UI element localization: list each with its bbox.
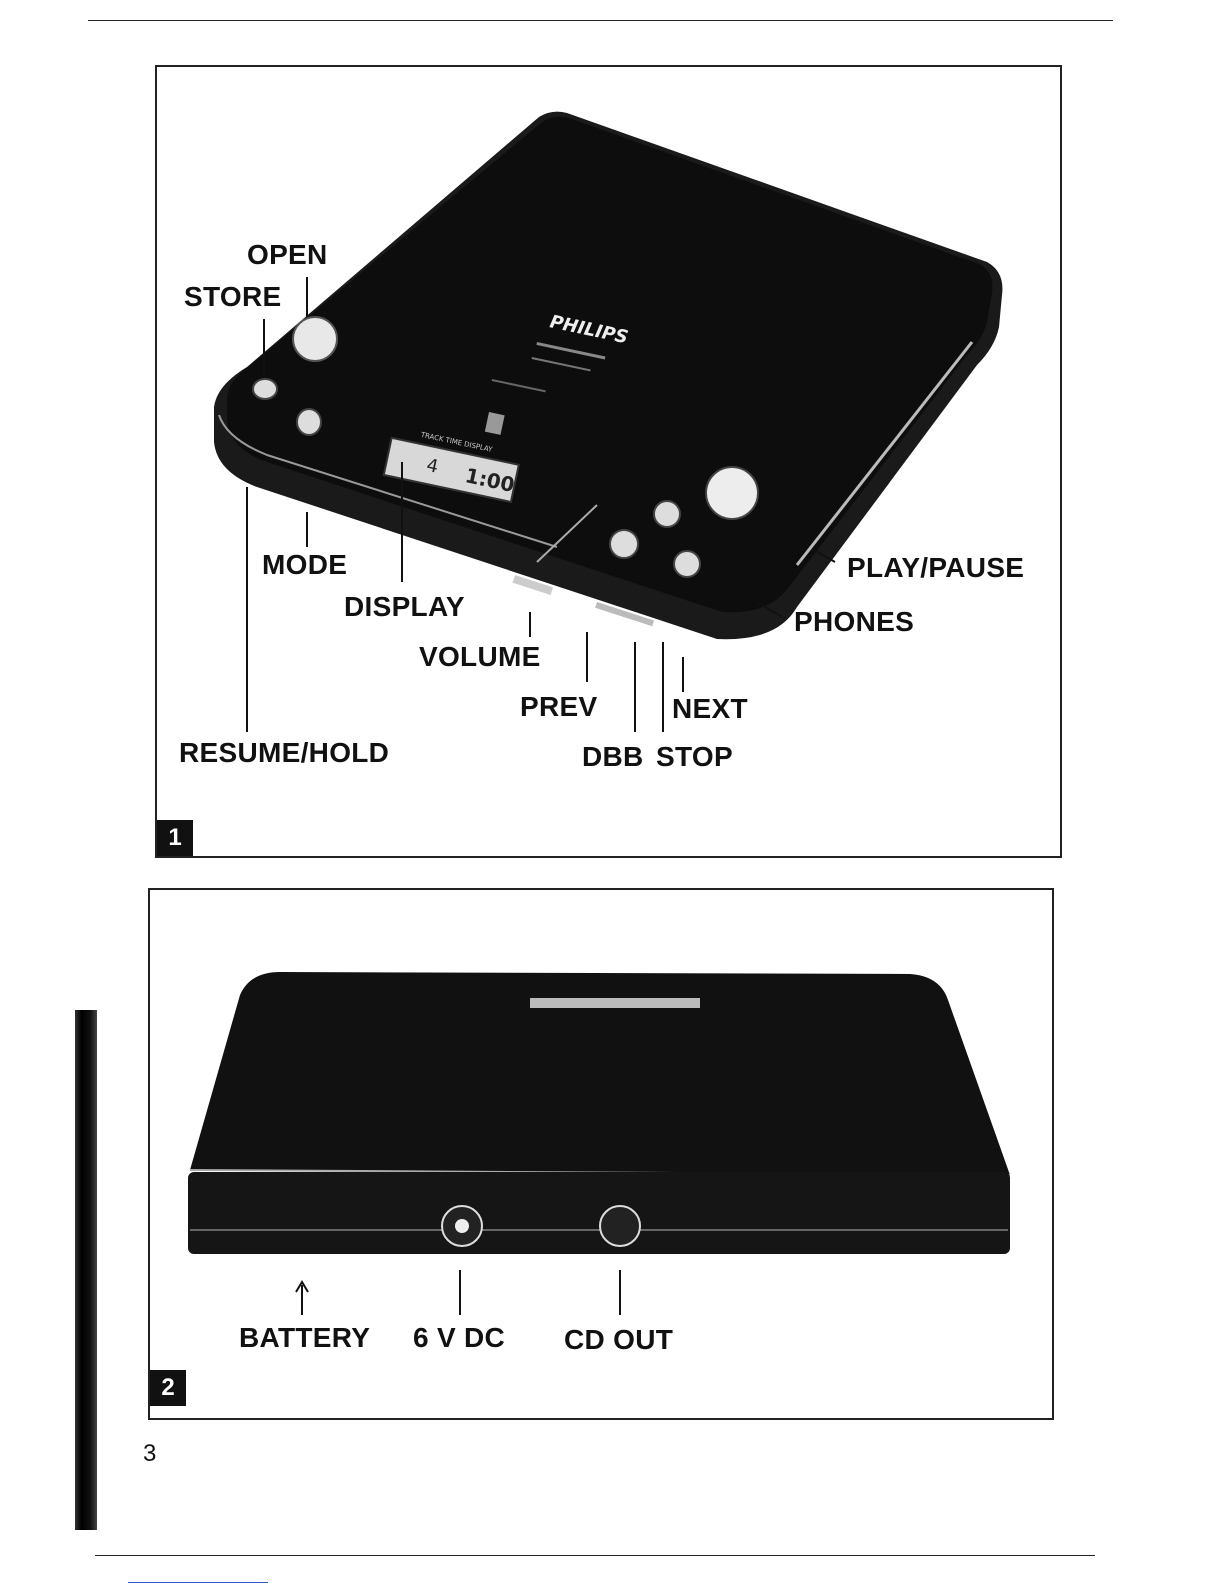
label-dbb: DBB bbox=[582, 743, 644, 771]
label-store: STORE bbox=[184, 283, 281, 311]
binding-strip bbox=[75, 1010, 97, 1530]
bottom-rule bbox=[95, 1555, 1095, 1556]
cd-out-jack bbox=[600, 1206, 640, 1246]
label-open: OPEN bbox=[247, 241, 328, 269]
page-number: 3 bbox=[143, 1440, 156, 1468]
player-lid bbox=[227, 117, 992, 613]
figure-2-frame: BATTERY 6 V DC CD OUT 2 bbox=[148, 888, 1054, 1420]
label-display: DISPLAY bbox=[344, 593, 465, 621]
figure-1-frame: PHILIPS 4 1:00 TRACK TIME DISPLAY bbox=[155, 65, 1062, 858]
figure-1-number: 1 bbox=[157, 820, 193, 856]
next-button-shape bbox=[674, 551, 700, 577]
figure-2-number: 2 bbox=[150, 1370, 186, 1406]
prev-button-shape bbox=[610, 530, 638, 558]
label-resume-hold: RESUME/HOLD bbox=[179, 739, 389, 767]
stop-button-shape bbox=[654, 501, 680, 527]
label-prev: PREV bbox=[520, 693, 597, 721]
label-cd-out: CD OUT bbox=[564, 1326, 673, 1354]
dc-jack-pin bbox=[455, 1219, 469, 1233]
mode-button-shape bbox=[297, 409, 321, 435]
label-volume: VOLUME bbox=[419, 643, 541, 671]
label-stop: STOP bbox=[656, 743, 733, 771]
footer-link-underline bbox=[128, 1582, 268, 1583]
label-next: NEXT bbox=[672, 695, 748, 723]
label-battery: BATTERY bbox=[239, 1324, 370, 1352]
label-mode: MODE bbox=[262, 551, 347, 579]
label-play-pause: PLAY/PAUSE bbox=[847, 554, 1024, 582]
store-button-shape bbox=[253, 379, 277, 399]
play-pause-button-shape bbox=[706, 467, 758, 519]
top-rule bbox=[88, 20, 1113, 21]
player-body-front bbox=[188, 1172, 1010, 1254]
label-phones: PHONES bbox=[794, 608, 914, 636]
lid-brand-reflection bbox=[530, 998, 700, 1008]
open-button-shape bbox=[293, 317, 337, 361]
label-6vdc: 6 V DC bbox=[413, 1324, 505, 1352]
